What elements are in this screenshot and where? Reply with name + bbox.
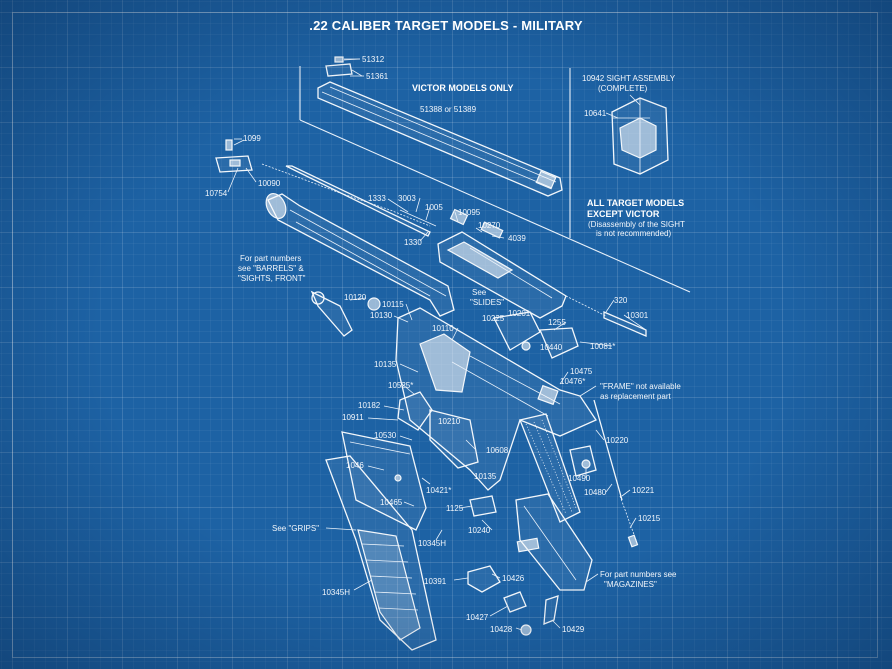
note-sight-assembly-1: 10942 SIGHT ASSEMBLY [582, 74, 676, 83]
heading-all-target-2: EXCEPT VICTOR [587, 209, 660, 219]
part-label: 1005 [425, 203, 443, 212]
part-label: 10754 [205, 189, 228, 198]
note-magazines-1: For part numbers see [600, 570, 677, 579]
leader-lines [227, 58, 647, 631]
note-frame-2: as replacement part [600, 392, 671, 401]
magazine [515, 493, 593, 591]
note-sight-assembly-2: (COMPLETE) [598, 84, 648, 93]
part-label: 10530 [374, 431, 397, 440]
part-label: 1330 [404, 238, 422, 247]
bottom-small-parts [467, 495, 559, 636]
slide [437, 208, 567, 319]
part-label: 10135 [374, 360, 397, 369]
victor-rib [317, 81, 563, 197]
part-label: 10090 [258, 179, 281, 188]
barrel [265, 193, 455, 317]
part-label: 10476* [560, 377, 586, 386]
part-label: 10426 [502, 574, 525, 583]
part-label: 51312 [362, 55, 385, 64]
part-label: 10135 [474, 472, 497, 481]
part-label: 10210 [438, 417, 461, 426]
part-label: 1046 [346, 461, 364, 470]
part-label: 10429 [562, 625, 585, 634]
part-label: 10221 [632, 486, 655, 495]
part-label: 10465 [380, 498, 403, 507]
heading-victor-only: VICTOR MODELS ONLY [412, 83, 514, 93]
part-label: 51361 [366, 72, 389, 81]
part-label: 10225 [482, 314, 505, 323]
note-barrels-1: For part numbers [240, 254, 302, 263]
part-label: 320 [614, 296, 628, 305]
part-label: 10440 [540, 343, 563, 352]
right-side-pins [569, 399, 639, 548]
part-label: 10525* [388, 381, 414, 390]
note-slides-1: See [472, 288, 487, 297]
part-label: 10301 [626, 311, 649, 320]
part-label: 10240 [468, 526, 491, 535]
part-label: 10421* [426, 486, 452, 495]
note-magazines-2: "MAGAZINES" [604, 580, 657, 589]
part-label: 10345H [418, 539, 447, 548]
diagram-title: .22 CALIBER TARGET MODELS - MILITARY [309, 18, 583, 33]
part-label: 1255 [548, 318, 566, 327]
note-barrels-2: see "BARRELS" & [238, 264, 304, 273]
part-label: 10110 [432, 324, 454, 333]
part-label: 10641 [584, 109, 607, 118]
note-barrels-3: "SIGHTS, FRONT" [238, 274, 306, 283]
part-label: 10911 [342, 413, 364, 422]
sight-assembly [611, 94, 669, 175]
slide-spring-guide [565, 295, 647, 337]
part-label: 10081* [590, 342, 616, 351]
part-label: 10427 [466, 613, 489, 622]
part-label: 10270 [478, 221, 501, 230]
trigger-mechanism [310, 290, 579, 469]
note-grips: See "GRIPS" [272, 524, 320, 533]
right-grip-panel [519, 413, 581, 523]
part-label: 10391 [424, 577, 447, 586]
part-label: 10480 [584, 488, 607, 497]
part-label: 10475 [570, 367, 593, 376]
part-label: 10490 [568, 474, 591, 483]
victor-bracket-diagonal [299, 119, 691, 293]
part-label: 10115 [382, 300, 404, 309]
part-label: 3003 [398, 194, 416, 203]
part-label: 10095 [458, 208, 481, 217]
rear-sight-parts [215, 139, 253, 173]
part-label: 1125 [446, 504, 464, 513]
part-label: 10345H [322, 588, 351, 597]
heading-all-target-1: ALL TARGET MODELS [587, 198, 685, 208]
note-slides-2: "SLIDES" [470, 298, 505, 307]
part-label: 10182 [358, 401, 381, 410]
side-plate [341, 431, 427, 531]
note-disassembly-2: is not recommended) [596, 229, 672, 238]
part-label: 1333 [368, 194, 386, 203]
note-disassembly-1: (Disassembly of the SIGHT [588, 220, 685, 229]
part-label: 10428 [490, 625, 513, 634]
part-label: 10220 [606, 436, 629, 445]
part-label: 10215 [638, 514, 661, 523]
part-label: 10201 [508, 309, 531, 318]
victor-sight-parts [325, 56, 363, 77]
part-label: 10130 [370, 311, 393, 320]
left-grip-panel [325, 455, 437, 651]
part-label: 4039 [508, 234, 526, 243]
part-label: 51388 or 51389 [420, 105, 477, 114]
part-label: 1099 [243, 134, 261, 143]
recoil-spring [261, 163, 437, 237]
note-frame-1: "FRAME" not available [600, 382, 681, 391]
part-label: 10608 [486, 446, 509, 455]
part-label: 10120 [344, 293, 367, 302]
drawing-border [12, 12, 878, 658]
